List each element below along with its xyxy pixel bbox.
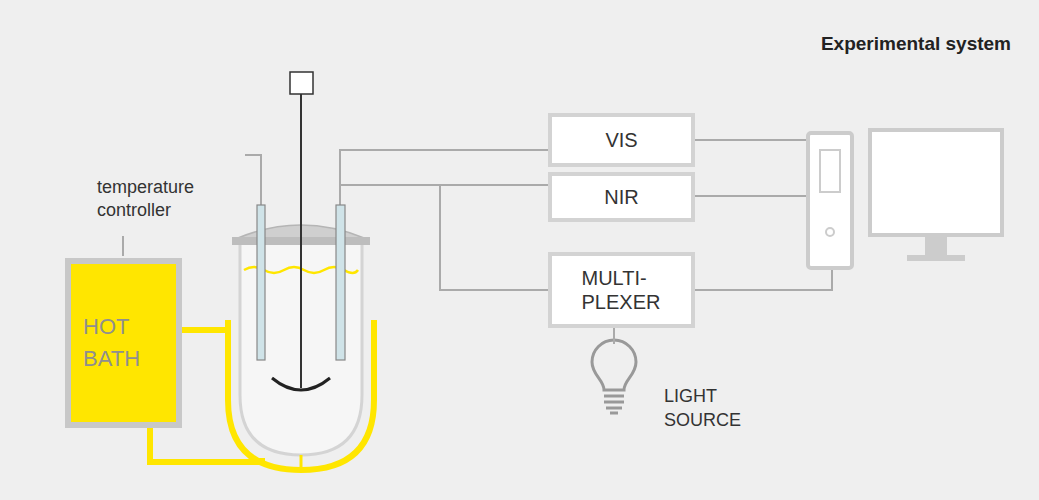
node-text: HOT BATH (83, 311, 153, 375)
computer (808, 130, 1002, 268)
bulb-tip (610, 412, 618, 415)
signal-wires (123, 135, 832, 290)
node-text: LIGHT SOURCE (664, 384, 774, 433)
leader-line (122, 236, 124, 256)
probe-cable (245, 155, 261, 210)
monitor-stand (925, 235, 947, 255)
power-button (826, 228, 834, 236)
bulb-glass (592, 340, 636, 390)
nir-wire (340, 184, 548, 186)
diagram-title: Experimental system (821, 33, 1011, 55)
node-text: VIS (605, 128, 637, 152)
stirrer-motor (290, 72, 313, 94)
temperature-probe (257, 205, 265, 360)
callout-label: temperature controller (97, 176, 222, 223)
pipe (182, 327, 228, 333)
computer-wire (695, 268, 832, 290)
connector-line (613, 328, 615, 344)
optical-probe (336, 205, 345, 360)
bulb-screw (604, 396, 624, 408)
multiplexer-box: MULTI- PLEXER (548, 252, 695, 328)
drive-bay (820, 150, 840, 192)
stirrer-blade (272, 378, 330, 390)
spectrometer-box: NIR (548, 172, 695, 222)
stirrer-shaft (300, 94, 302, 388)
computer-tower (808, 133, 852, 268)
reactor-vessel (228, 72, 374, 470)
vis-wire (340, 150, 548, 210)
hot-bath-box: HOT BATH (65, 258, 182, 428)
light-source: LIGHT SOURCE (588, 344, 778, 436)
computer-wire (695, 195, 808, 197)
monitor-base (907, 255, 965, 261)
pipe (150, 428, 262, 462)
monitor-screen (870, 130, 1002, 235)
light-bulb (592, 340, 636, 413)
multiplexer-wire (440, 185, 548, 290)
jacket-seam (300, 455, 303, 470)
spectrometer-box: VIS (548, 113, 695, 167)
node-text: NIR (604, 185, 638, 209)
node-text: MULTI- PLEXER (582, 266, 662, 314)
